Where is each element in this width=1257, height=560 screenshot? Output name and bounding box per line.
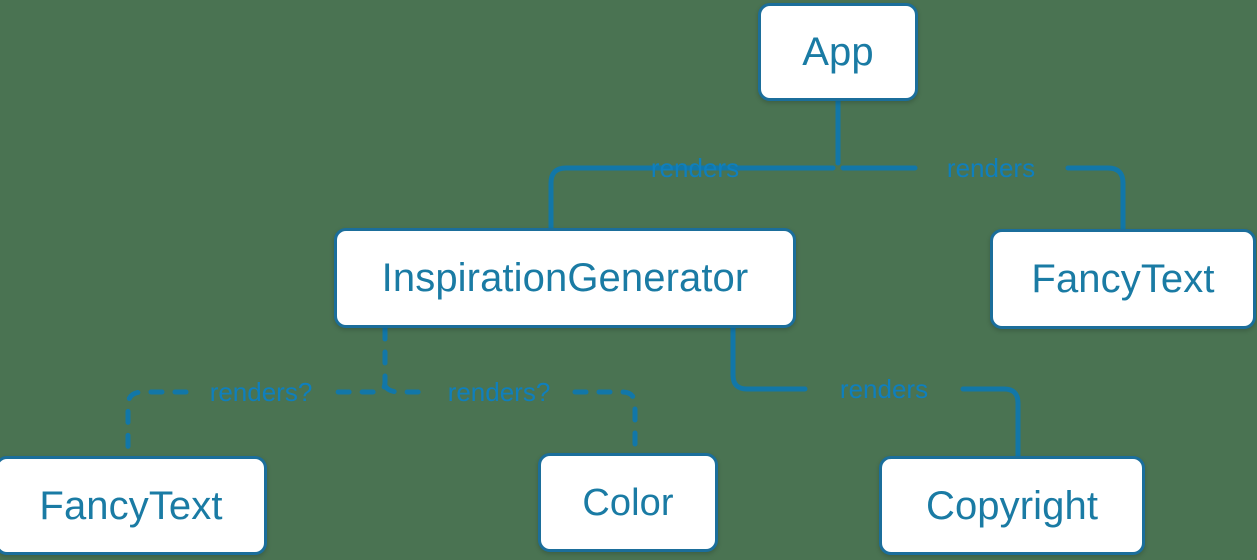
node-fancytext-bottom-label: FancyText bbox=[39, 483, 223, 528]
edge-label-app-fancytext: renders bbox=[946, 153, 1036, 183]
node-copyright-label: Copyright bbox=[925, 483, 1099, 528]
edge-inspiration-fancytext bbox=[125, 325, 388, 459]
edge-app-inspiration bbox=[548, 165, 836, 231]
edge-label-inspiration-fancytext: renders? bbox=[209, 377, 313, 407]
node-fancytext-bottom[interactable]: FancyText bbox=[0, 456, 267, 555]
node-inspiration-generator-label: InspirationGenerator bbox=[381, 256, 749, 300]
node-fancytext-top-label: FancyText bbox=[1031, 257, 1215, 301]
edge-label-inspiration-copyright: renders bbox=[839, 374, 929, 404]
node-color[interactable]: Color bbox=[538, 453, 718, 552]
node-fancytext-top[interactable]: FancyText bbox=[990, 229, 1256, 329]
node-app-label: App bbox=[802, 30, 874, 74]
edge-label-app-inspiration: renders bbox=[650, 153, 740, 183]
edge-label-inspiration-color: renders? bbox=[447, 377, 551, 407]
node-inspiration-generator[interactable]: InspirationGenerator bbox=[334, 228, 796, 328]
edge-inspiration-copyright bbox=[730, 325, 1021, 459]
edge-app-fancytext bbox=[840, 165, 1126, 232]
edge-inspiration-color bbox=[382, 383, 638, 456]
node-color-label: Color bbox=[582, 481, 674, 524]
node-app[interactable]: App bbox=[758, 3, 918, 101]
node-copyright[interactable]: Copyright bbox=[879, 456, 1145, 555]
